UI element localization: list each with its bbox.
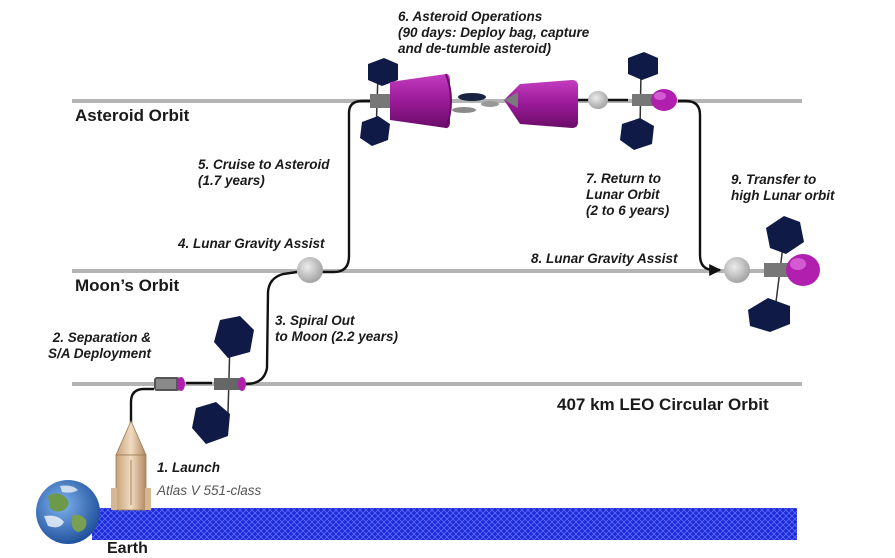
step-5-line-2: (1.7 years) <box>198 173 265 188</box>
step-5-line-1: 5. Cruise to Asteroid <box>198 157 330 172</box>
solar-panel <box>766 216 804 254</box>
step-7-line-3: (2 to 6 years) <box>586 203 670 218</box>
launch-rocket <box>111 420 151 511</box>
moon-orbit-label: Moon’s Orbit <box>75 276 180 295</box>
capture-bag <box>390 74 450 128</box>
step-9-line-1: 9. Transfer to <box>731 172 817 187</box>
step-6-label: 6. Asteroid Operations (90 days: Deploy … <box>398 9 589 57</box>
solar-panel <box>748 298 790 332</box>
earth-label: Earth <box>107 540 148 557</box>
step-2-label: 2. Separation & S/A Deployment <box>48 330 151 362</box>
step-4-label: 4. Lunar Gravity Assist <box>178 236 325 251</box>
step-8-label: 8. Lunar Gravity Assist <box>531 251 678 266</box>
solar-panel <box>368 58 398 86</box>
step-6-line-1: 6. Asteroid Operations <box>398 9 543 24</box>
moon-body-1 <box>297 257 323 283</box>
leo-spacecraft <box>192 316 254 444</box>
separated-spacecraft <box>154 377 185 391</box>
step-9-line-2: high Lunar orbit <box>731 188 835 203</box>
step-9-label: 9. Transfer to high Lunar orbit <box>731 172 835 204</box>
step-3-line-2: to Moon (2.2 years) <box>275 329 399 344</box>
ground-strip <box>92 508 797 540</box>
step-3-label: 3. Spiral Out to Moon (2.2 years) <box>275 313 398 345</box>
capture-bag <box>504 80 578 128</box>
solar-panel <box>192 402 230 444</box>
asteroid-ops-spacecraft <box>360 58 578 146</box>
step-3-line-1: 3. Spiral Out <box>275 313 355 328</box>
step-2-line-2: S/A Deployment <box>48 346 152 361</box>
step-7-line-1: 7. Return to <box>586 171 662 186</box>
step-5-label: 5. Cruise to Asteroid (1.7 years) <box>198 157 330 189</box>
return-spacecraft <box>588 52 677 150</box>
solar-panel <box>620 118 654 150</box>
trajectory-path <box>129 98 720 424</box>
step-1-label: 1. Launch <box>157 460 221 475</box>
step-7-label: 7. Return to Lunar Orbit (2 to 6 years) <box>586 171 669 219</box>
solar-panel <box>628 52 658 80</box>
step-7-line-2: Lunar Orbit <box>586 187 660 202</box>
step-6-line-2: (90 days: Deploy bag, capture <box>398 25 590 40</box>
lunar-orbit-spacecraft <box>724 216 820 332</box>
leo-orbit-label: 407 km LEO Circular Orbit <box>557 395 769 414</box>
asteroid-orbit-label: Asteroid Orbit <box>75 106 190 125</box>
step-2-line-1: 2. Separation & <box>52 330 152 345</box>
step-1-sublabel: Atlas V 551-class <box>157 483 262 498</box>
solar-panel <box>360 116 390 146</box>
solar-panel <box>214 316 254 358</box>
earth-globe <box>36 480 100 544</box>
step-6-line-3: and de-tumble asteroid) <box>398 41 552 56</box>
